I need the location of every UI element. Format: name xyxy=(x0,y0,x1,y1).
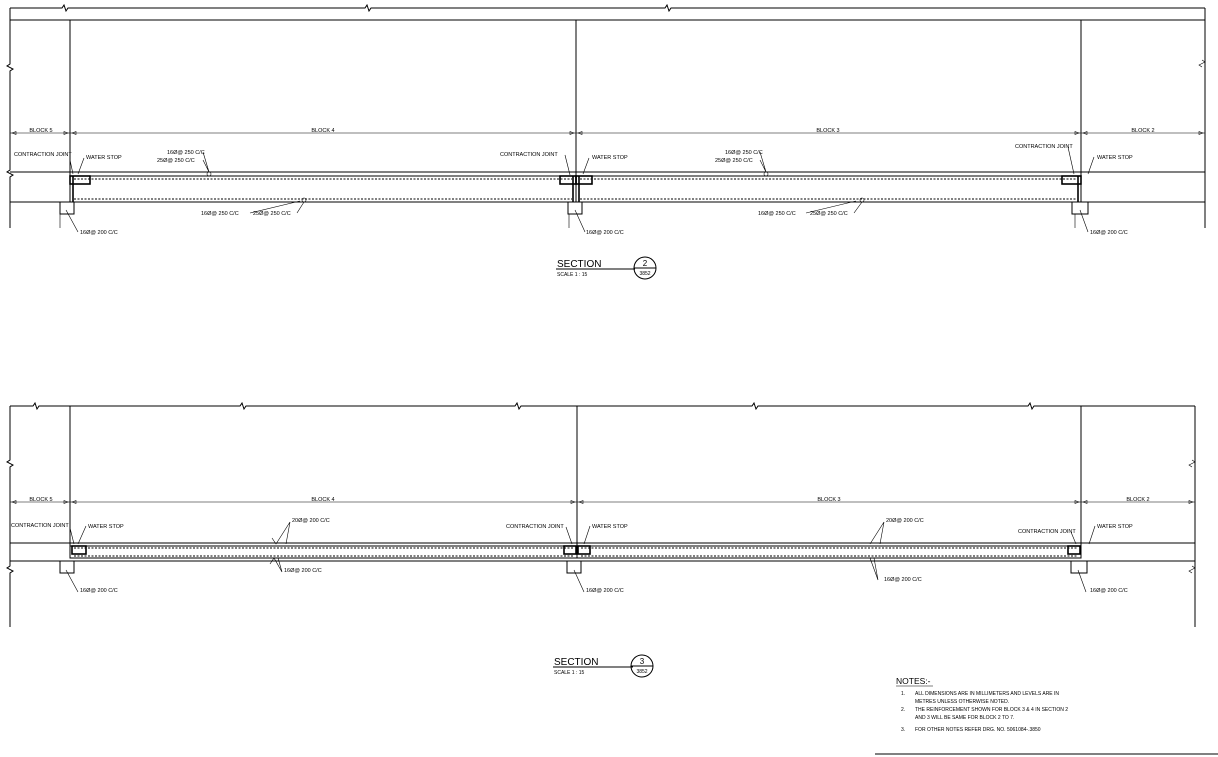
water-stop-label: WATER STOP xyxy=(86,155,122,161)
callout-number: 2 xyxy=(643,259,648,268)
rebar-label: 16Ø@ 200 C/C xyxy=(884,577,922,583)
note-text: AND 3 WILL BE SAME FOR BLOCK 2 TO 7. xyxy=(915,715,1014,721)
contraction-joint-label: CONTRACTION JOINT xyxy=(1015,144,1073,150)
note-text: ALL DIMENSIONS ARE IN MILLIMETERS AND LE… xyxy=(915,691,1059,697)
rebar-label: 16Ø@ 200 C/C xyxy=(586,588,624,594)
water-stop-label: WATER STOP xyxy=(592,524,628,530)
note-number: 2. xyxy=(901,707,905,713)
callout-sheet: 3852 xyxy=(639,271,650,277)
section-2-labels: BLOCK 5 BLOCK 4 BLOCK 3 BLOCK 2 CONTRACT… xyxy=(14,128,1155,236)
section-2-drawing xyxy=(6,3,1206,233)
section-scale: SCALE 1 : 15 xyxy=(554,670,585,676)
rebar-label: 16Ø@ 200 C/C xyxy=(284,568,322,574)
contraction-joint-label: CONTRACTION JOINT xyxy=(1018,529,1076,535)
section-3-drawing xyxy=(6,401,1196,627)
rebar-label: 16Ø@ 200 C/C xyxy=(80,588,118,594)
note-text: FOR OTHER NOTES REFER DRG. NO. 5061084-.… xyxy=(915,727,1041,733)
note-number: 3. xyxy=(901,727,905,733)
note-text: THE REINFORCEMENT SHOWN FOR BLOCK 3 & 4 … xyxy=(915,707,1068,713)
block-3-label: BLOCK 3 xyxy=(817,497,840,503)
rebar-label: 16Ø@ 250 C/C xyxy=(167,150,205,156)
rebar-label: 16Ø@ 250 C/C xyxy=(725,150,763,156)
section-scale: SCALE 1 : 15 xyxy=(557,272,588,278)
contraction-joint-label: CONTRACTION JOINT xyxy=(500,152,558,158)
block-5-label: BLOCK 5 xyxy=(29,497,52,503)
block-4-label: BLOCK 4 xyxy=(311,128,334,134)
rebar-label: 20Ø@ 200 C/C xyxy=(886,518,924,524)
rebar-label: 20Ø@ 200 C/C xyxy=(292,518,330,524)
rebar-label: 16Ø@ 250 C/C xyxy=(758,211,796,217)
rebar-label: 16Ø@ 250 C/C xyxy=(201,211,239,217)
contraction-joint-label: CONTRACTION JOINT xyxy=(506,524,564,530)
rebar-label: 25Ø@ 250 C/C xyxy=(715,158,753,164)
block-5-label: BLOCK 5 xyxy=(29,128,52,134)
water-stop-label: WATER STOP xyxy=(1097,155,1133,161)
block-4-label: BLOCK 4 xyxy=(311,497,334,503)
note-text: METRES UNLESS OTHERWISE NOTED. xyxy=(915,699,1009,705)
rebar-label: 25Ø@ 250 C/C xyxy=(810,211,848,217)
section-title: SECTION xyxy=(557,259,601,270)
water-stop-label: WATER STOP xyxy=(88,524,124,530)
callout-sheet: 3852 xyxy=(636,669,647,675)
block-2-label: BLOCK 2 xyxy=(1126,497,1149,503)
rebar-label: 25Ø@ 250 C/C xyxy=(253,211,291,217)
callout-number: 3 xyxy=(640,657,645,666)
section-3-labels: BLOCK 5 BLOCK 4 BLOCK 3 BLOCK 2 CONTRACT… xyxy=(11,497,1150,594)
contraction-joint-label: CONTRACTION JOINT xyxy=(14,152,72,158)
rebar-label: 25Ø@ 250 C/C xyxy=(157,158,195,164)
block-3-label: BLOCK 3 xyxy=(816,128,839,134)
rebar-label: 16Ø@ 200 C/C xyxy=(80,230,118,236)
section-title: SECTION xyxy=(554,657,598,668)
water-stop-label: WATER STOP xyxy=(1097,524,1133,530)
rebar-label: 16Ø@ 200 C/C xyxy=(1090,230,1128,236)
rebar-label: 16Ø@ 200 C/C xyxy=(586,230,624,236)
section-2-title: SECTION SCALE 1 : 15 2 3852 xyxy=(556,256,657,280)
section-3-title: SECTION SCALE 1 : 15 3 3852 xyxy=(553,654,654,678)
notes-heading: NOTES:- xyxy=(896,676,931,686)
contraction-joint-label: CONTRACTION JOINT xyxy=(11,523,69,529)
note-number: 1. xyxy=(901,691,905,697)
water-stop-label: WATER STOP xyxy=(592,155,628,161)
section-2-top-edge xyxy=(10,3,1205,13)
rebar-label: 16Ø@ 200 C/C xyxy=(1090,588,1128,594)
block-2-label: BLOCK 2 xyxy=(1131,128,1154,134)
water-stop-icon xyxy=(69,175,91,185)
notes-block: NOTES:- 1. ALL DIMENSIONS ARE IN MILLIME… xyxy=(875,676,1218,755)
